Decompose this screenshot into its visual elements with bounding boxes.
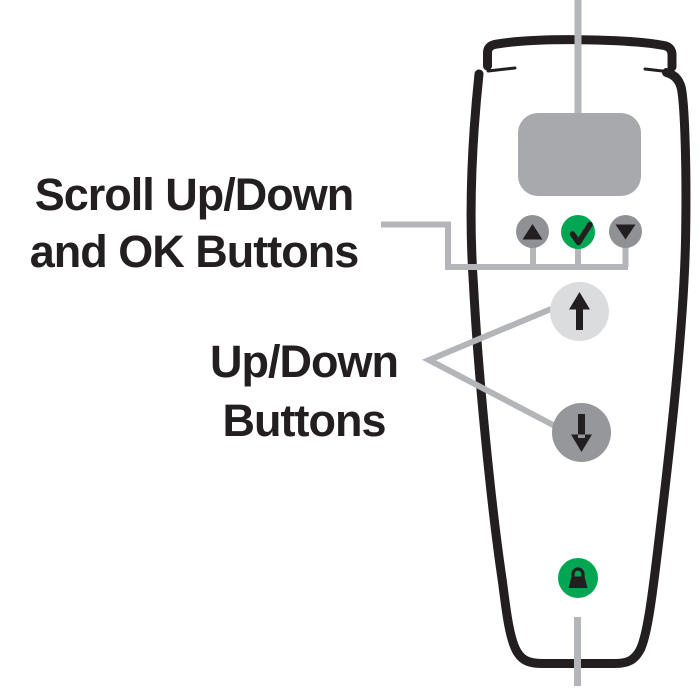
checkmark-icon [569, 221, 593, 246]
scroll-ok-label-line2: and OK Buttons [29, 226, 359, 277]
scroll-up-button[interactable] [516, 215, 549, 248]
up-down-label-line2: Buttons [222, 395, 387, 446]
scroll-ok-label-line1: Scroll Up/Down [34, 169, 355, 220]
padlock-shackle [571, 567, 585, 578]
lock-button[interactable] [558, 558, 598, 598]
device-seam-right [643, 67, 673, 74]
up-button[interactable] [550, 282, 609, 341]
up-down-label: Up/Down Buttons [168, 332, 440, 450]
ok-button-face[interactable] [561, 215, 595, 249]
triangle-down-icon [615, 224, 636, 240]
scroll-down-button[interactable] [609, 215, 642, 248]
device-seam-left [486, 66, 517, 73]
padlock-icon [568, 576, 588, 588]
triangle-up-icon [522, 224, 543, 240]
up-down-callout-line [421, 306, 557, 429]
ok-button[interactable] [561, 215, 595, 249]
device-display-screen [518, 113, 641, 196]
arrow-up-icon [569, 292, 590, 330]
up-down-label-line1: Up/Down [210, 336, 399, 387]
device-top-cap [483, 35, 677, 72]
down-button[interactable] [552, 403, 611, 462]
arrow-down-icon [571, 414, 592, 452]
scroll-ok-label: Scroll Up/Down and OK Buttons [4, 166, 384, 280]
